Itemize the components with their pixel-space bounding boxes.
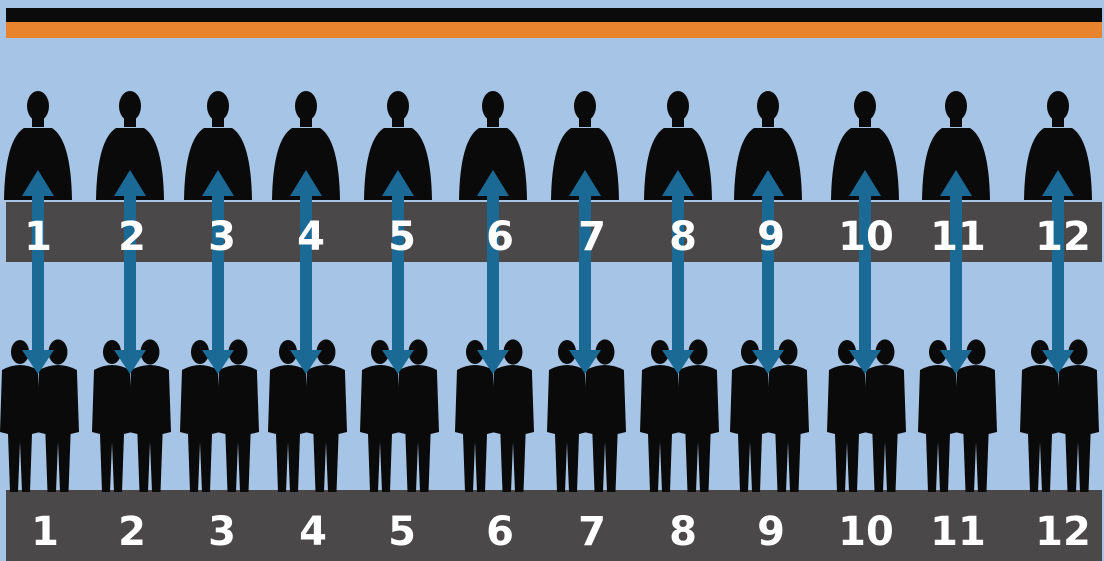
seated-person-silhouette-icon (364, 91, 432, 200)
bottom-row-number: 7 (578, 509, 606, 555)
seated-person-silhouette-icon (831, 91, 899, 200)
top-row-number: 7 (578, 214, 606, 260)
standing-pair-silhouette-icon (0, 339, 79, 492)
standing-pair-silhouette-icon (92, 339, 171, 492)
standing-pair-silhouette-icon (268, 339, 347, 492)
double-headed-arrow-icon (1042, 170, 1074, 374)
top-row-number: 10 (838, 214, 894, 260)
top-row-figures (4, 91, 1092, 200)
standing-pair-silhouette-icon (918, 339, 997, 492)
seated-person-silhouette-icon (734, 91, 802, 200)
top-row-number: 9 (757, 214, 785, 260)
top-row-number: 1 (24, 214, 52, 260)
standing-pair-silhouette-icon (455, 339, 534, 492)
seated-person-silhouette-icon (4, 91, 72, 200)
bottom-row-number: 3 (208, 509, 236, 555)
top-row-number: 5 (388, 214, 416, 260)
seated-person-silhouette-icon (184, 91, 252, 200)
double-headed-arrow-icon (849, 170, 881, 374)
double-headed-arrow-icon (752, 170, 784, 374)
arrow-connectors (22, 170, 1074, 374)
bottom-row-number: 10 (838, 509, 894, 555)
seated-person-silhouette-icon (96, 91, 164, 200)
bottom-row-number: 11 (930, 509, 986, 555)
top-row-number: 4 (297, 214, 325, 260)
top-row-number: 8 (669, 214, 697, 260)
top-row-number: 6 (486, 214, 514, 260)
seated-person-silhouette-icon (922, 91, 990, 200)
bottom-row-number: 2 (118, 509, 146, 555)
top-dark-band (6, 8, 1102, 23)
orange-header-bar (6, 22, 1102, 38)
bottom-gray-band (6, 490, 1102, 561)
double-headed-arrow-icon (662, 170, 694, 374)
standing-pair-silhouette-icon (827, 339, 906, 492)
bottom-row-number: 4 (299, 509, 327, 555)
bottom-row-figures (0, 339, 1099, 492)
bottom-row-number: 9 (757, 509, 785, 555)
double-headed-arrow-icon (22, 170, 54, 374)
top-gray-band (6, 202, 1102, 262)
bottom-row-number: 5 (388, 509, 416, 555)
double-headed-arrow-icon (382, 170, 414, 374)
standing-pair-silhouette-icon (640, 339, 719, 492)
seated-person-silhouette-icon (1024, 91, 1092, 200)
seated-person-silhouette-icon (272, 91, 340, 200)
standing-pair-silhouette-icon (1020, 339, 1099, 492)
double-headed-arrow-icon (290, 170, 322, 374)
top-row-number: 2 (118, 214, 146, 260)
standing-pair-silhouette-icon (180, 339, 259, 492)
standing-pair-silhouette-icon (547, 339, 626, 492)
double-headed-arrow-icon (569, 170, 601, 374)
bottom-row-number: 12 (1035, 509, 1091, 555)
double-headed-arrow-icon (940, 170, 972, 374)
seated-person-silhouette-icon (551, 91, 619, 200)
seated-person-silhouette-icon (459, 91, 527, 200)
seated-person-silhouette-icon (644, 91, 712, 200)
standing-pair-silhouette-icon (730, 339, 809, 492)
bottom-row-number: 1 (31, 509, 59, 555)
double-headed-arrow-icon (477, 170, 509, 374)
standing-pair-silhouette-icon (360, 339, 439, 492)
bottom-row-number: 8 (669, 509, 697, 555)
top-row-number: 12 (1035, 214, 1091, 260)
top-row-number: 3 (208, 214, 236, 260)
double-headed-arrow-icon (114, 170, 146, 374)
top-row-number: 11 (930, 214, 986, 260)
bottom-row-number: 6 (486, 509, 514, 555)
double-headed-arrow-icon (202, 170, 234, 374)
